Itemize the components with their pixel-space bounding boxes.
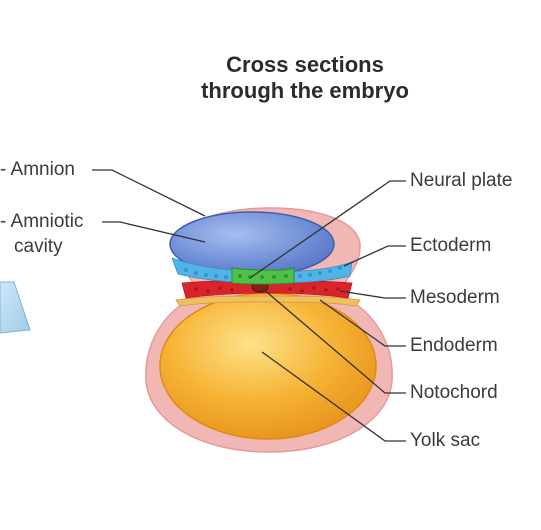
mesoderm-texture	[194, 286, 340, 293]
label-amniotic-cavity-line1: - Amniotic	[0, 211, 84, 232]
leader-line-mesoderm	[339, 290, 406, 299]
diagram-title-line2: through the embryo	[201, 78, 409, 103]
leader-line-endoderm	[319, 299, 406, 347]
leader-line-amnion	[92, 169, 206, 217]
diagram-title-line1: Cross sections	[226, 52, 384, 77]
label-mesoderm: Mesoderm	[410, 287, 500, 308]
leader-line-neural-plate	[249, 180, 406, 279]
label-neural-plate: Neural plate	[410, 170, 513, 191]
leader-line-amniotic-cavity	[102, 221, 206, 243]
yolk-sac	[159, 292, 377, 440]
label-yolk-sac: Yolk sac	[410, 430, 481, 451]
adjacent-panel-edge	[0, 281, 31, 334]
leader-line-notochord	[261, 287, 406, 394]
label-notochord: Notochord	[410, 382, 498, 403]
endoderm-layer	[175, 295, 361, 307]
label-amniotic-cavity-line2: cavity	[14, 236, 63, 257]
label-amnion: - Amnion	[0, 159, 75, 180]
leader-line-yolk-sac	[261, 351, 406, 442]
label-ectoderm: Ectoderm	[410, 235, 492, 256]
label-endoderm: Endoderm	[410, 335, 498, 356]
neural-plate-texture	[238, 274, 288, 279]
leader-line-ectoderm	[343, 245, 406, 267]
leader-lines	[92, 169, 406, 442]
